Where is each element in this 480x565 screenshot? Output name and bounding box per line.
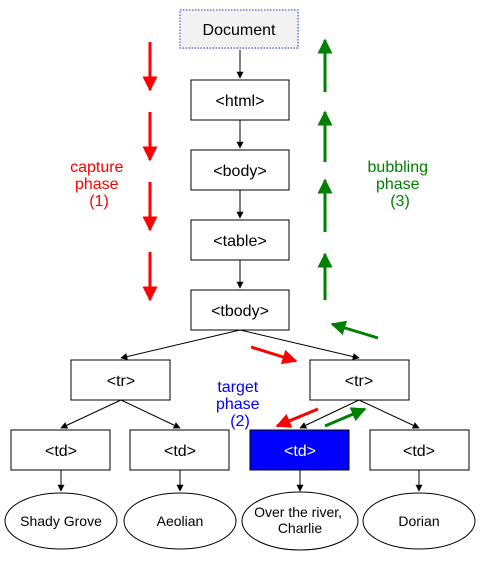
node-body-label: <body> <box>213 163 266 180</box>
target-phase-label: target phase (2) <box>216 379 264 430</box>
node-tr-right: <tr> <box>309 359 410 401</box>
node-td-1-label: <td> <box>45 443 77 460</box>
bubbling-phase-line-3: (3) <box>390 193 410 210</box>
node-tbody-label: <tbody> <box>211 303 269 320</box>
leaf-3-line-1: Over the river, <box>254 504 342 520</box>
node-tbody: <tbody> <box>190 289 290 331</box>
capture-arrow-5 <box>250 345 298 365</box>
capture-phase-line-3: (1) <box>89 193 109 210</box>
capture-arrow-6 <box>275 407 319 428</box>
bubbling-phase-line-1: bubbling <box>368 159 429 176</box>
edge-tr-left-td-1 <box>60 399 122 429</box>
node-table: <table> <box>190 219 290 261</box>
node-td-4: <td> <box>369 429 470 471</box>
node-td-1: <td> <box>10 429 111 471</box>
tree-connectors <box>57 50 423 492</box>
target-phase-line-1: target <box>217 379 258 396</box>
target-phase-line-2: phase <box>216 396 260 413</box>
leaf-3-line-2: Charlie <box>278 520 323 536</box>
capture-arrows <box>142 42 319 428</box>
leaf-shady-grove: Shady Grove <box>4 492 118 550</box>
bubbling-phase-label: bubbling phase (3) <box>368 159 433 210</box>
leaf-dorian: Dorian <box>362 492 476 550</box>
bubbling-arrows <box>317 38 379 428</box>
node-html-label: <html> <box>216 93 265 110</box>
node-tr-left-label: <tr> <box>107 373 135 390</box>
edge-tbody-tr-left <box>120 329 241 360</box>
bubbling-phase-line-2: phase <box>376 176 420 193</box>
leaf-4-line-1: Dorian <box>398 513 439 529</box>
node-html: <html> <box>190 79 290 121</box>
leaf-2-text: Aeolian <box>157 513 204 529</box>
leaf-2-line-1: Aeolian <box>157 513 204 529</box>
target-phase-line-3: (2) <box>230 413 250 430</box>
node-td-3-target: <td> <box>249 429 350 471</box>
node-document-label: Document <box>203 22 276 39</box>
edge-tbody-tr-right <box>239 329 360 360</box>
leaf-3-text: Over the river, Charlie <box>254 504 346 536</box>
node-tr-right-label: <tr> <box>345 373 373 390</box>
capture-phase-label: capture phase (1) <box>70 159 128 210</box>
capture-phase-line-2: phase <box>75 176 119 193</box>
node-table-label: <table> <box>213 233 266 250</box>
edge-tr-left-td-2 <box>120 399 181 429</box>
node-body: <body> <box>190 149 290 191</box>
bubbling-arrow-6 <box>324 407 367 428</box>
node-document: Document <box>179 9 299 49</box>
leaf-aeolian: Aeolian <box>123 492 237 550</box>
leaf-over-the-river: Over the river, Charlie <box>241 491 359 551</box>
bubbling-arrow-5 <box>330 320 379 340</box>
node-td-4-label: <td> <box>403 443 435 460</box>
node-tr-left: <tr> <box>70 359 171 401</box>
leaf-1-line-1: Shady Grove <box>20 513 102 529</box>
node-td-3-label: <td> <box>284 443 316 460</box>
node-td-2-label: <td> <box>164 443 196 460</box>
leaf-1-text: Shady Grove <box>20 513 102 529</box>
capture-phase-line-1: capture <box>70 159 123 176</box>
leaf-4-text: Dorian <box>398 513 439 529</box>
node-td-2: <td> <box>129 429 230 471</box>
edge-tr-right-td-3 <box>299 399 360 429</box>
edge-tr-right-td-4 <box>358 399 420 429</box>
